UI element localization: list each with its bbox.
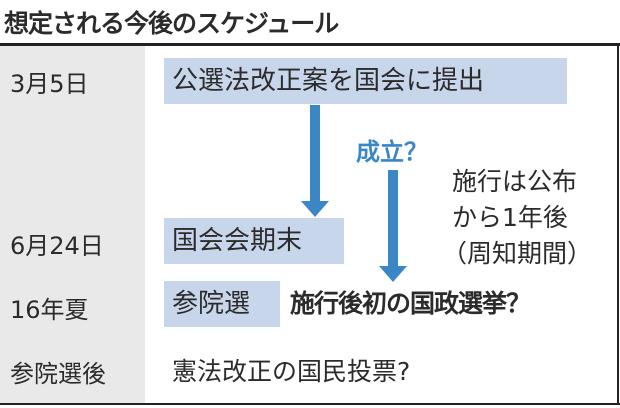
arrowhead-icon [301, 201, 329, 217]
event-box-upper-house-election: 参院選 [164, 281, 280, 327]
date-label: 3月5日 [10, 70, 89, 98]
date-label: 6月24日 [10, 232, 104, 260]
referendum-event: 憲法改正の国民投票? [172, 357, 411, 386]
first-election-note: 施行後初の国政選挙？ [290, 289, 531, 318]
arrow-icon [310, 105, 320, 203]
note-line: から1年後 [452, 203, 568, 232]
date-label: 参院選後 [10, 360, 106, 388]
event-box-bill-submission: 公選法改正案を国会に提出 [164, 58, 567, 104]
date-column [0, 46, 145, 403]
arrowhead-icon [379, 266, 407, 282]
passage-label: 成立？ [356, 138, 428, 166]
diagram-title: 想定される今後のスケジュール [4, 9, 339, 38]
note-line: 施行は公布 [452, 167, 578, 196]
bottom-border [0, 403, 620, 405]
enforcement-note: 施行は公布 から1年後 （周知期間） [442, 164, 592, 272]
date-label: 16年夏 [10, 296, 89, 324]
top-divider [0, 43, 620, 46]
event-box-session-end: 国会会期末 [164, 218, 344, 264]
note-line: （周知期間） [442, 239, 593, 268]
right-border [617, 43, 619, 405]
arrow-icon [388, 170, 398, 268]
